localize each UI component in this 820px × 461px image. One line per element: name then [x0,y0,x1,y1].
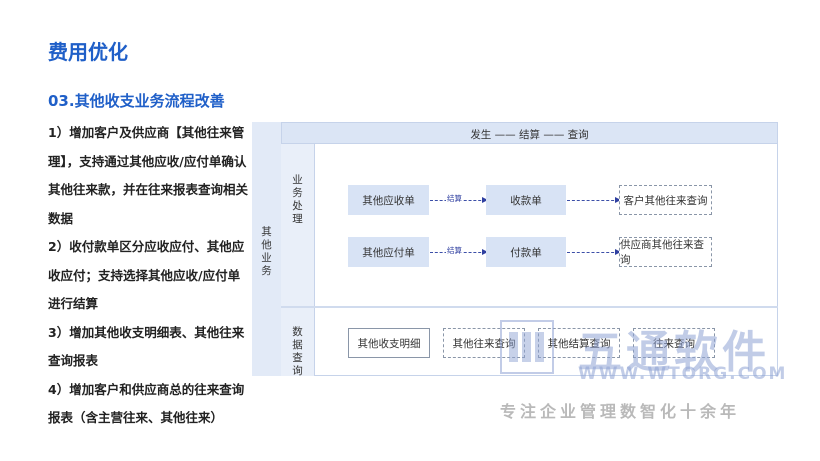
query-arrow [567,249,621,255]
improvement-point-4: 4）增加客户和供应商总的往来查询报表（含主营往来、其他往来） [48,381,245,426]
target-query-box: 供应商其他往来查询 [619,237,712,267]
improvement-point-3: 3）增加其他收支明细表、其他往来查询报表 [48,324,245,369]
inner-label-column [281,144,314,376]
section-divider [281,306,778,308]
process-flow-diagram: 其他业务 发生 —— 结算 —— 查询 业务处理 数据查询 其他应收单 结算 收… [252,122,778,377]
improvement-list: 1）增加客户及供应商【其他往来管理】，支持通过其他应收/应付单确认其他往来款，并… [48,119,248,433]
settle-arrow: 结算 [430,245,488,256]
settle-arrow-label: 结算 [446,245,463,256]
process-section-label: 业务处理 [292,174,303,225]
improvement-point-2: 2）收付款单区分应收应付、其他应收应付；支持选择其他应收/应付单进行结算 [48,239,245,311]
source-bill-box: 其他应付单 [348,237,429,267]
stage-header: 发生 —— 结算 —— 查询 [281,122,778,144]
page-title: 费用优化 [48,40,128,64]
company-slogan-text: 专注企业管理数智化十余年 [500,402,741,421]
query-section-label: 数据查询 [292,326,303,377]
settle-arrow-label: 结算 [446,193,463,204]
settle-arrow: 结算 [430,193,488,204]
query-report-box: 其他结算查询 [538,328,620,358]
outer-category-label: 其他业务 [261,226,272,277]
stage-header-text: 发生 —— 结算 —— 查询 [470,129,589,141]
target-query-box: 客户其他往来查询 [619,185,712,215]
outer-category-column [252,122,281,376]
payment-bill-box: 收款单 [486,185,566,215]
improvement-point-1: 1）增加客户及供应商【其他往来管理】，支持通过其他应收/应付单确认其他往来款，并… [48,125,249,226]
section-subtitle: 03.其他收支业务流程改善 [48,92,225,110]
payment-bill-box: 付款单 [486,237,566,267]
source-bill-box: 其他应收单 [348,185,429,215]
query-arrow [567,197,621,203]
query-report-box: 其他往来查询 [443,328,525,358]
query-report-box: 往来查询 [633,328,715,358]
query-report-box: 其他收支明细 [348,328,430,358]
